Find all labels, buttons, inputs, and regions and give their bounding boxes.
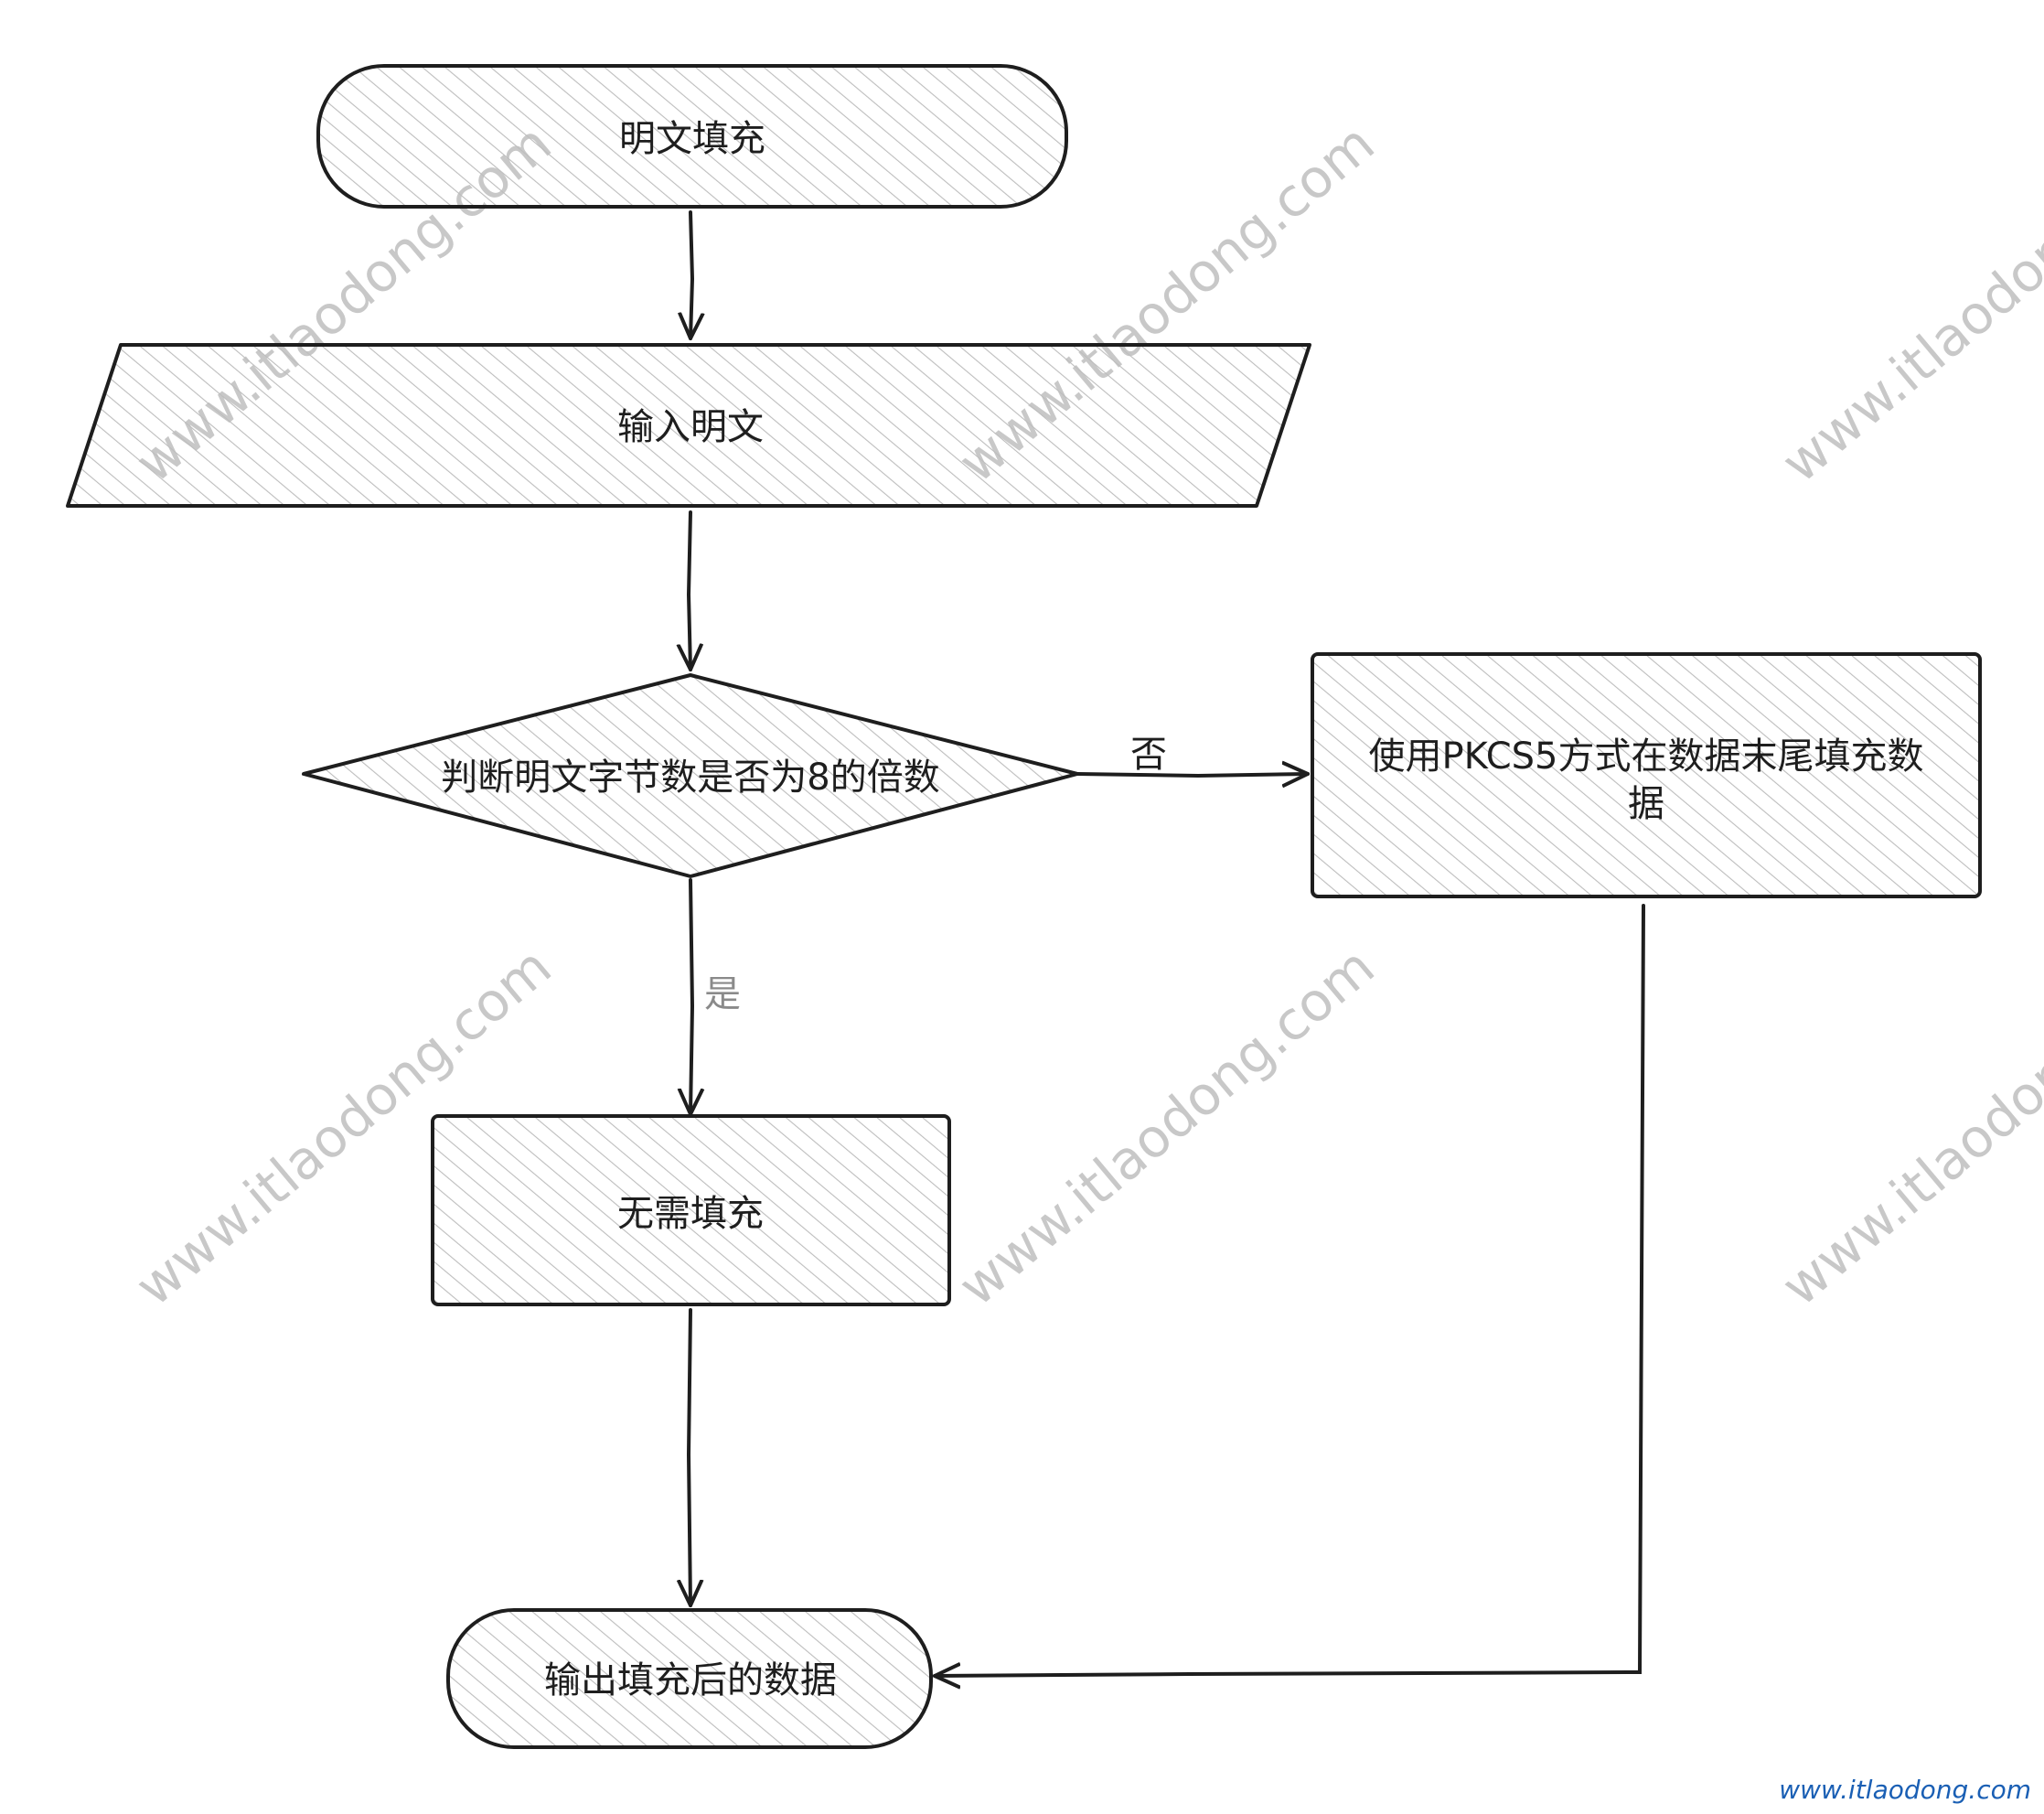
node-label: 明文填充 xyxy=(619,118,765,160)
node-no-pad: 无需填充 xyxy=(431,1114,951,1306)
parallelogram-shape xyxy=(66,343,1311,508)
edge-decision-to-pad xyxy=(1076,774,1310,776)
edge-label-no: 否 xyxy=(1130,734,1167,776)
node-label-line-2: 据 xyxy=(1628,783,1664,825)
node-label: 输入明文 xyxy=(617,406,764,448)
edges-layer xyxy=(689,210,1645,1676)
node-input: 输入明文 xyxy=(66,343,1311,508)
rectangle-shape xyxy=(431,1114,951,1306)
node-label-line-1: 使用PKCS5方式在数据末尾填充数 xyxy=(1369,735,1924,778)
edge-no-pad-to-end xyxy=(689,1308,690,1607)
diamond-shape xyxy=(302,673,1079,878)
terminal-shape xyxy=(446,1608,933,1749)
node-start: 明文填充 xyxy=(316,64,1068,209)
node-decision: 判断明文字节数是否为8的倍数 xyxy=(302,673,1079,878)
edge-input-to-decision xyxy=(689,510,690,671)
node-pad: 使用PKCS5方式在数据末尾填充数 据 xyxy=(1311,652,1982,898)
node-label: 输出填充后的数据 xyxy=(544,1659,837,1701)
node-label: 无需填充 xyxy=(617,1193,764,1235)
corner-watermark: www.itlaodong.com xyxy=(1779,1775,2031,1805)
watermark-text: www.itlaodong.com xyxy=(947,935,1386,1317)
rectangle-shape xyxy=(1311,652,1982,898)
edge-start-to-input xyxy=(690,210,692,340)
terminal-shape xyxy=(316,64,1068,209)
edge-decision-to-no-pad xyxy=(690,878,692,1116)
node-end: 输出填充后的数据 xyxy=(446,1608,933,1749)
watermark-text: www.itlaodong.com xyxy=(1770,112,2044,494)
edge-label-yes: 是 xyxy=(704,973,741,1015)
node-label: 判断明文字节数是否为8的倍数 xyxy=(441,757,939,799)
watermark-text: www.itlaodong.com xyxy=(1770,935,2044,1317)
edge-pad-to-end xyxy=(935,904,1645,1676)
